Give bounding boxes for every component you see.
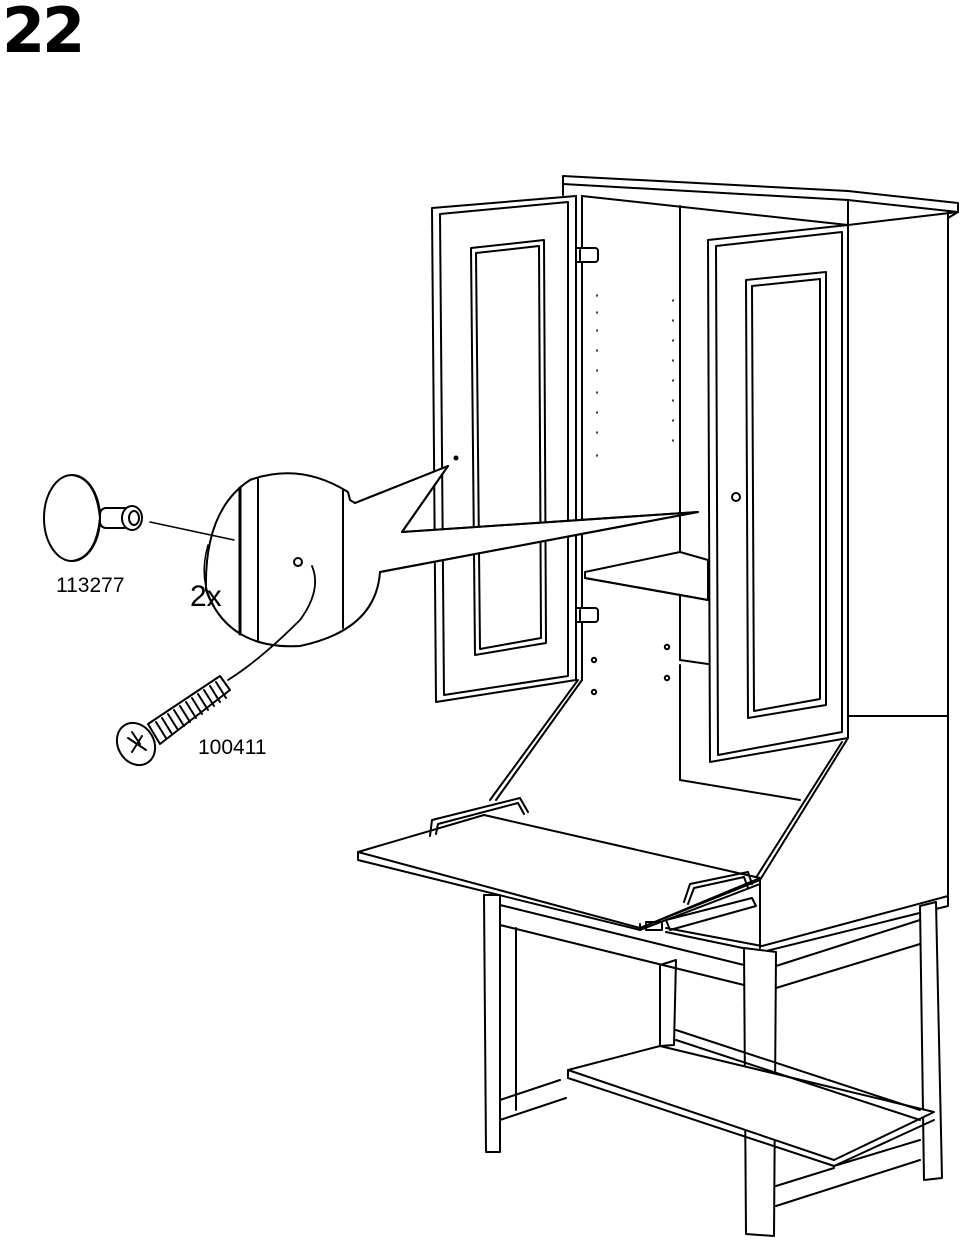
knob-part-number: 113277	[56, 574, 125, 598]
left-door	[432, 196, 576, 702]
right-door	[708, 225, 848, 762]
screw-part-number: 100411	[198, 736, 267, 760]
desk-base	[484, 895, 942, 1236]
quantity-label: 2x	[190, 580, 222, 614]
desk-body	[358, 665, 948, 952]
